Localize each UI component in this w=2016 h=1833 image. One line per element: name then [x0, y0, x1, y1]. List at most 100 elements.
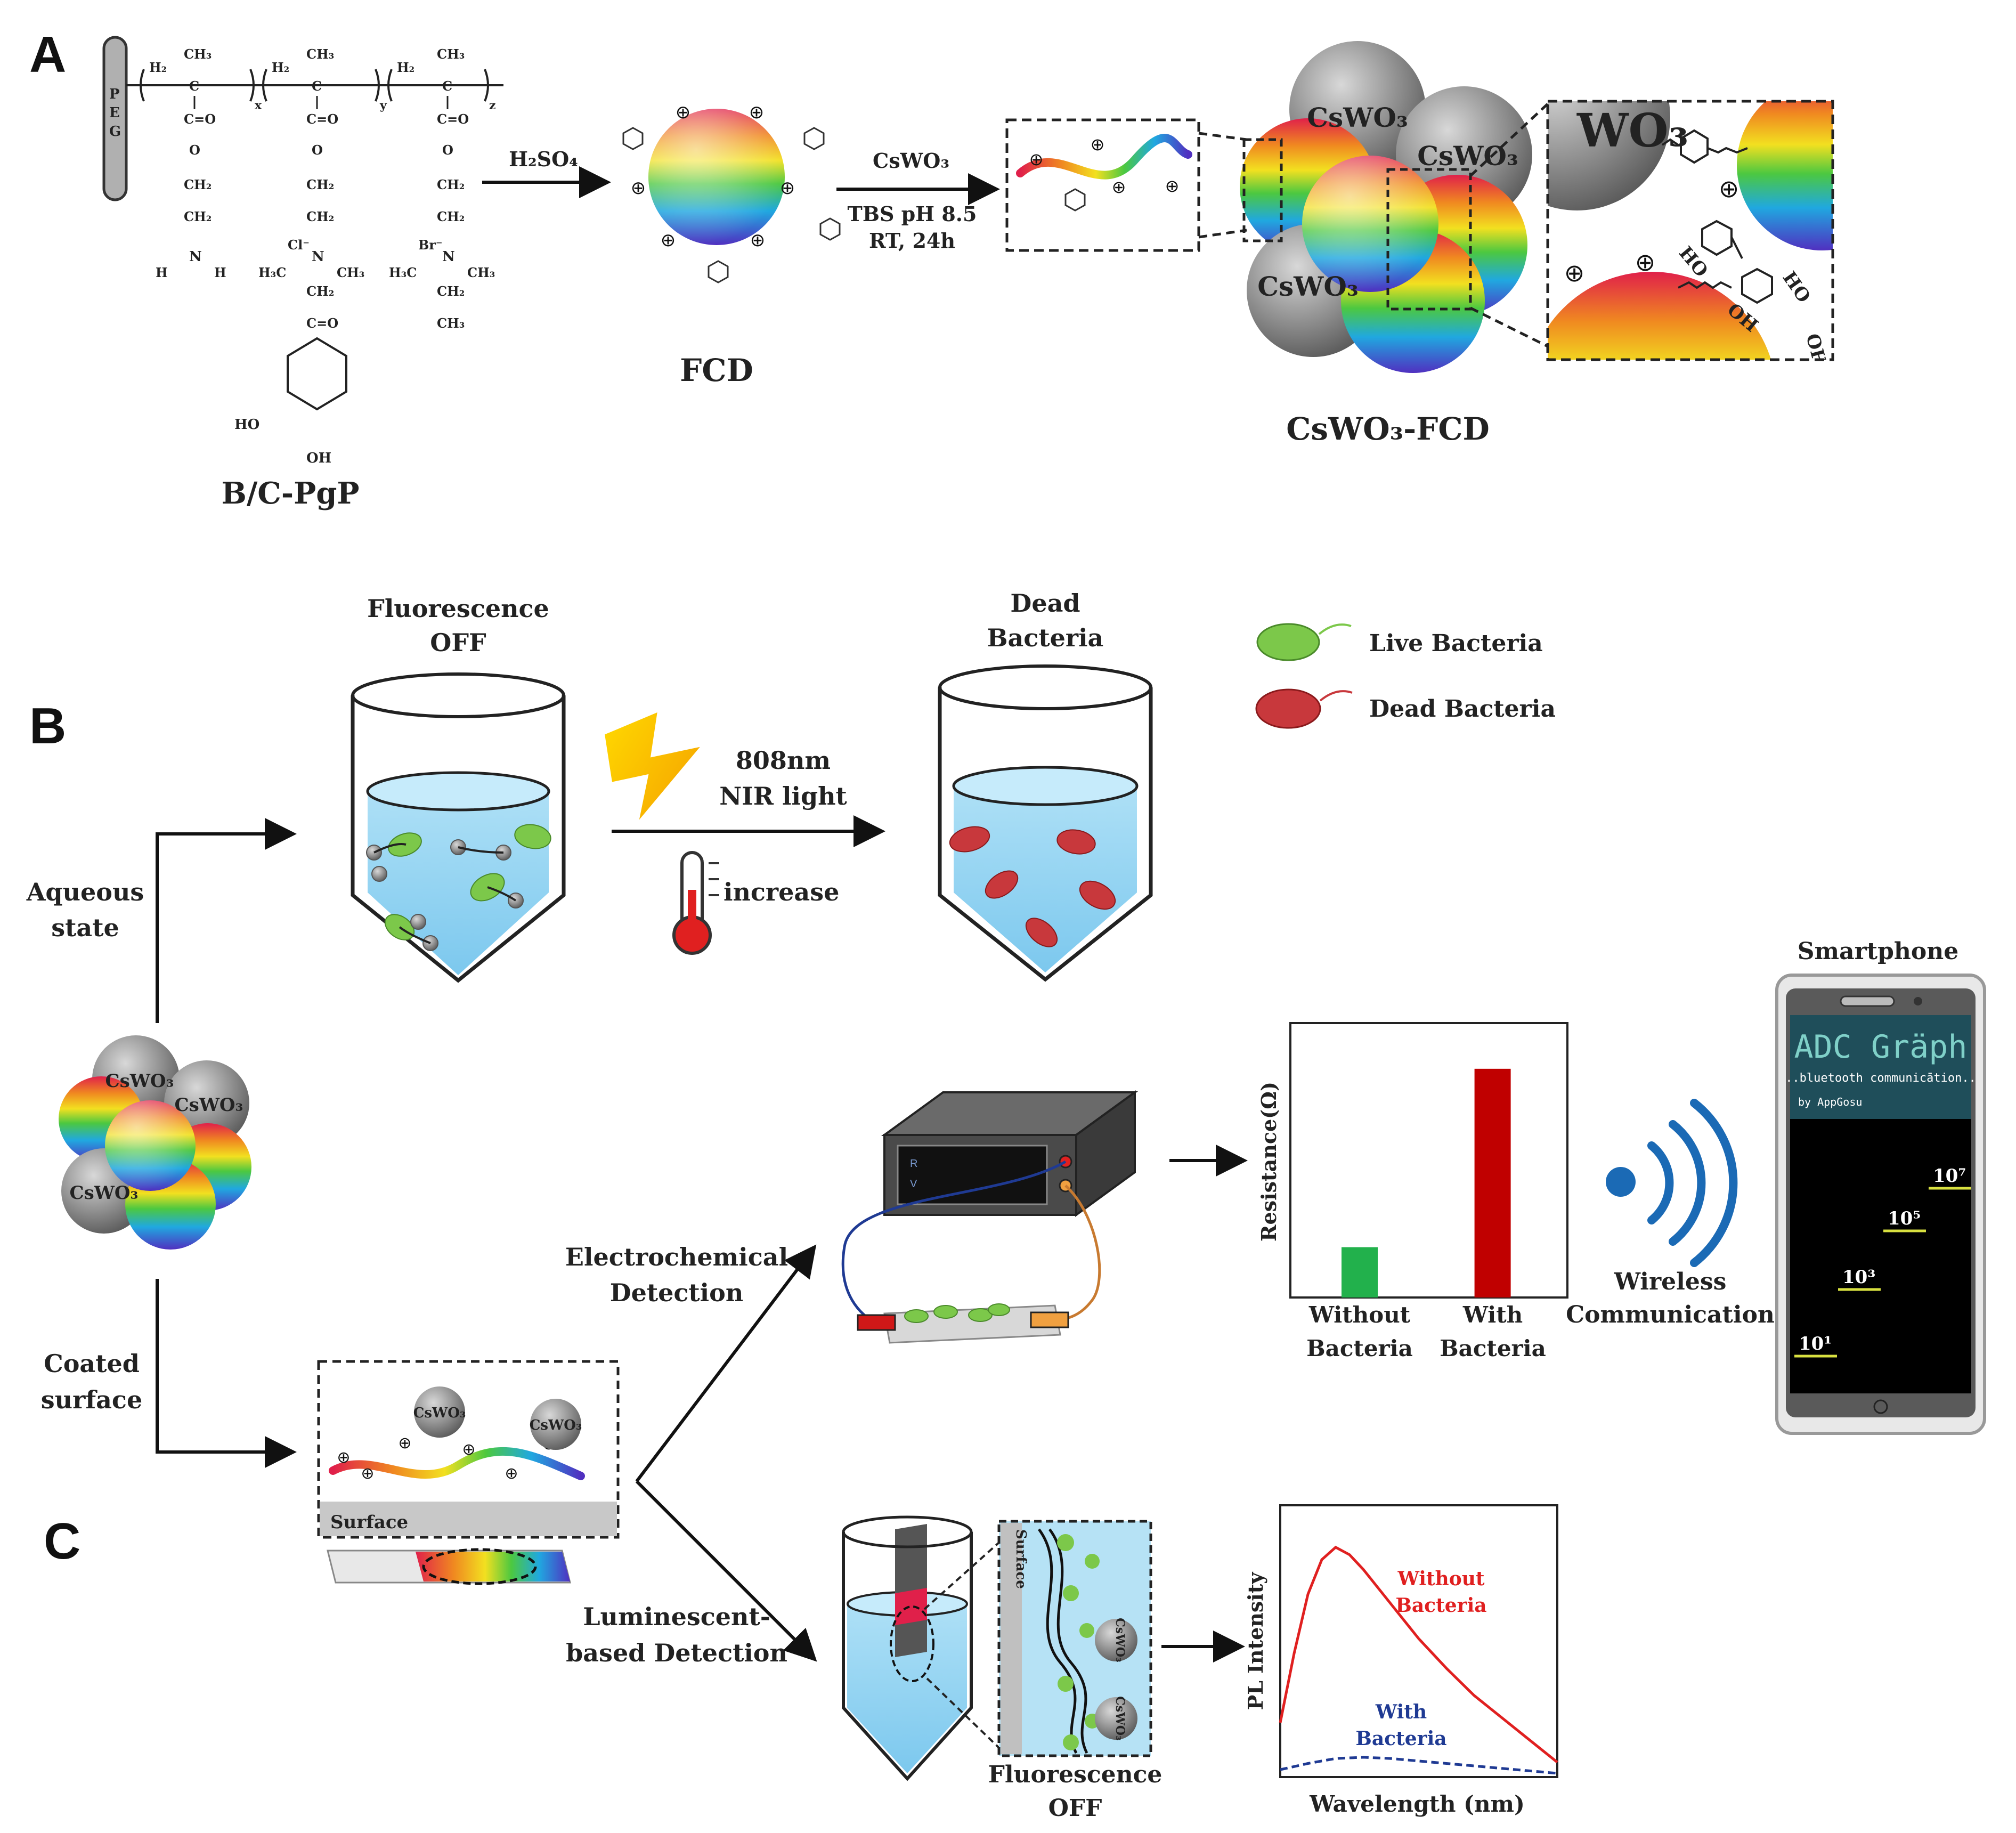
- thermo-label: increase: [724, 878, 839, 906]
- app-subtitle: ..bluetooth communicātion..: [1785, 1072, 1976, 1085]
- polymer-structure: P E G H₂ CH₃ C x H₂ CH₃ C y H₂ CH₃ C z C…: [102, 36, 503, 511]
- zoom-wo3-label: WO₃: [1576, 104, 1688, 158]
- legend: Live Bacteria Dead Bacteria: [1255, 623, 1556, 729]
- polymer-strand: [1016, 134, 1192, 180]
- beaker1-title-2: OFF: [430, 628, 486, 657]
- unit-y: y: [379, 99, 387, 112]
- legend-dead-bacteria-icon: [1255, 688, 1321, 729]
- svg-text:⊕: ⊕: [337, 1448, 350, 1467]
- svg-text:⊕: ⊕: [1564, 258, 1585, 287]
- amine-h-1: H: [156, 265, 168, 280]
- level-label-0: 10¹: [1799, 1333, 1832, 1355]
- svg-text:⊕: ⊕: [676, 102, 691, 123]
- arrow-luminescent: [635, 1480, 817, 1662]
- coated-surface-label: Surface: [330, 1512, 408, 1533]
- arrow-electro: [635, 1244, 817, 1482]
- arrow-aqueous: [156, 818, 297, 1023]
- pl-with-line-2: Bacteria: [1355, 1727, 1446, 1750]
- unit-c-3: C: [442, 78, 452, 94]
- bar-cat-1-line-2: Bacteria: [1440, 1335, 1546, 1361]
- cluster-a-label-1: CsWO₃: [1307, 102, 1408, 133]
- aqueous-line-1: Aqueous: [26, 878, 144, 906]
- carbonyl-2: C=O: [306, 111, 338, 127]
- strand-inset: ⊕⊕⊕⊕: [1005, 118, 1200, 252]
- svg-text:⊕: ⊕: [1029, 149, 1044, 169]
- bromide: Br⁻: [418, 237, 443, 253]
- bar-cat-1-line-1: With: [1462, 1302, 1523, 1328]
- surface-cswo3-2: CsWO₃: [530, 1417, 582, 1433]
- nir-line-2: NIR light: [719, 782, 847, 810]
- panel-label-a: A: [29, 26, 66, 83]
- reagent-cswo3: CsWO₃: [873, 149, 949, 173]
- resistance-bars: [1342, 1068, 1511, 1297]
- lum-line-1: Luminescent-: [583, 1602, 770, 1631]
- carbonyl-1: C=O: [184, 111, 216, 127]
- ch2-3c: CH₂: [437, 283, 465, 299]
- svg-text:⊕: ⊕: [631, 177, 646, 199]
- ch2-2b: CH₂: [306, 209, 334, 224]
- svg-text:⊕: ⊕: [661, 230, 676, 251]
- fluorescence-off-inset: Surface CsWO₃ CsWO₃: [997, 1520, 1152, 1757]
- pl-chart: PL Intensity Wavelength (nm) Without Bac…: [1243, 1504, 1558, 1817]
- wire-blue: [841, 1160, 1067, 1323]
- lum-line-2: based Detection: [566, 1639, 787, 1667]
- electro-line-1: Electrochemical: [565, 1243, 788, 1271]
- beaker2-title-1: Dead: [1010, 589, 1080, 618]
- amine-h-2: H: [214, 265, 226, 280]
- ch3-terminal: CH₃: [437, 315, 465, 331]
- coated-surface-inset: Surface ⊕⊕⊕ ⊕⊕⊕ CsWO₃ CsWO₃: [317, 1360, 620, 1539]
- zoom-cswo3-sphere: [1548, 101, 1670, 210]
- inset-cswo3-1: CsWO₃: [1113, 1618, 1127, 1662]
- beaker2-title-2: Bacteria: [987, 623, 1104, 652]
- svg-text:⊕: ⊕: [361, 1464, 374, 1483]
- resistance-meter: R V: [881, 1090, 1139, 1217]
- beaker1-title-1: Fluorescence: [367, 594, 549, 623]
- coated-surface-box: [317, 1360, 620, 1539]
- catechol-ho: HO: [234, 417, 259, 433]
- zoom-fcd-top: [1737, 101, 1833, 250]
- resistance-ylabel: Resistance(Ω): [1257, 1082, 1281, 1242]
- carbonyl-4: C=O: [306, 315, 338, 331]
- zoom-inset: WO₃ ⊕⊕⊕ HO OH HO OH: [1546, 100, 1834, 361]
- wireless-line-2: Communication: [1566, 1301, 1775, 1328]
- unit-h2-1: H₂: [149, 60, 167, 75]
- peg-letter-g: G: [109, 124, 121, 140]
- app-by: by AppGosu: [1798, 1096, 1862, 1108]
- ammonium-n-1: N: [312, 249, 324, 265]
- ester-o-3: O: [442, 142, 453, 158]
- ester-o-1: O: [189, 142, 200, 158]
- ch2-2c: CH₂: [306, 283, 334, 299]
- catechol-oh: OH: [306, 450, 331, 466]
- panel-label-c: C: [44, 1513, 80, 1570]
- smartphone: ADC Gräph ..bluetooth communicātion.. by…: [1775, 974, 1986, 1435]
- pl-chart-frame: [1279, 1504, 1558, 1778]
- svg-text:⊕: ⊕: [1112, 177, 1126, 197]
- svg-text:⊕: ⊕: [750, 230, 766, 251]
- wireless-line-1: Wireless: [1614, 1268, 1727, 1295]
- resistance-chart-frame: [1289, 1022, 1568, 1299]
- nir-line-1: 808nm: [736, 746, 831, 775]
- smartphone-title: Smartphone: [1798, 938, 1958, 965]
- svg-text:⊕: ⊕: [462, 1440, 475, 1459]
- inset-cswo3-2: CsWO₃: [1113, 1696, 1127, 1740]
- cluster-b-label-3: CsWO₃: [70, 1182, 139, 1204]
- pl-without-line-1: Without: [1397, 1568, 1484, 1590]
- fluor-off-line-2: OFF: [1048, 1795, 1102, 1822]
- bar-0: [1342, 1247, 1378, 1297]
- svg-text:⊕: ⊕: [505, 1464, 518, 1483]
- wireless-icon: [1606, 1099, 1738, 1267]
- chloride: Cl⁻: [288, 237, 310, 253]
- ch2-3b: CH₂: [437, 209, 465, 224]
- polymer-label: B/C-PgP: [222, 476, 360, 511]
- zoom-fcd-bottom: [1548, 272, 1771, 360]
- svg-text:⊕: ⊕: [1719, 174, 1739, 203]
- fcd-particle: ⊕⊕ ⊕⊕ ⊕⊕: [622, 102, 841, 283]
- meter-display-v: V: [910, 1178, 917, 1190]
- svg-text:⊕: ⊕: [1165, 176, 1180, 196]
- carbonyl-3: C=O: [437, 111, 469, 127]
- coated-line-2: surface: [41, 1385, 142, 1414]
- resistance-chart: Resistance(Ω) Without Bacteria With Bact…: [1257, 1022, 1568, 1361]
- unit-c-2: C: [312, 78, 322, 94]
- level-label-2: 10⁵: [1888, 1208, 1921, 1229]
